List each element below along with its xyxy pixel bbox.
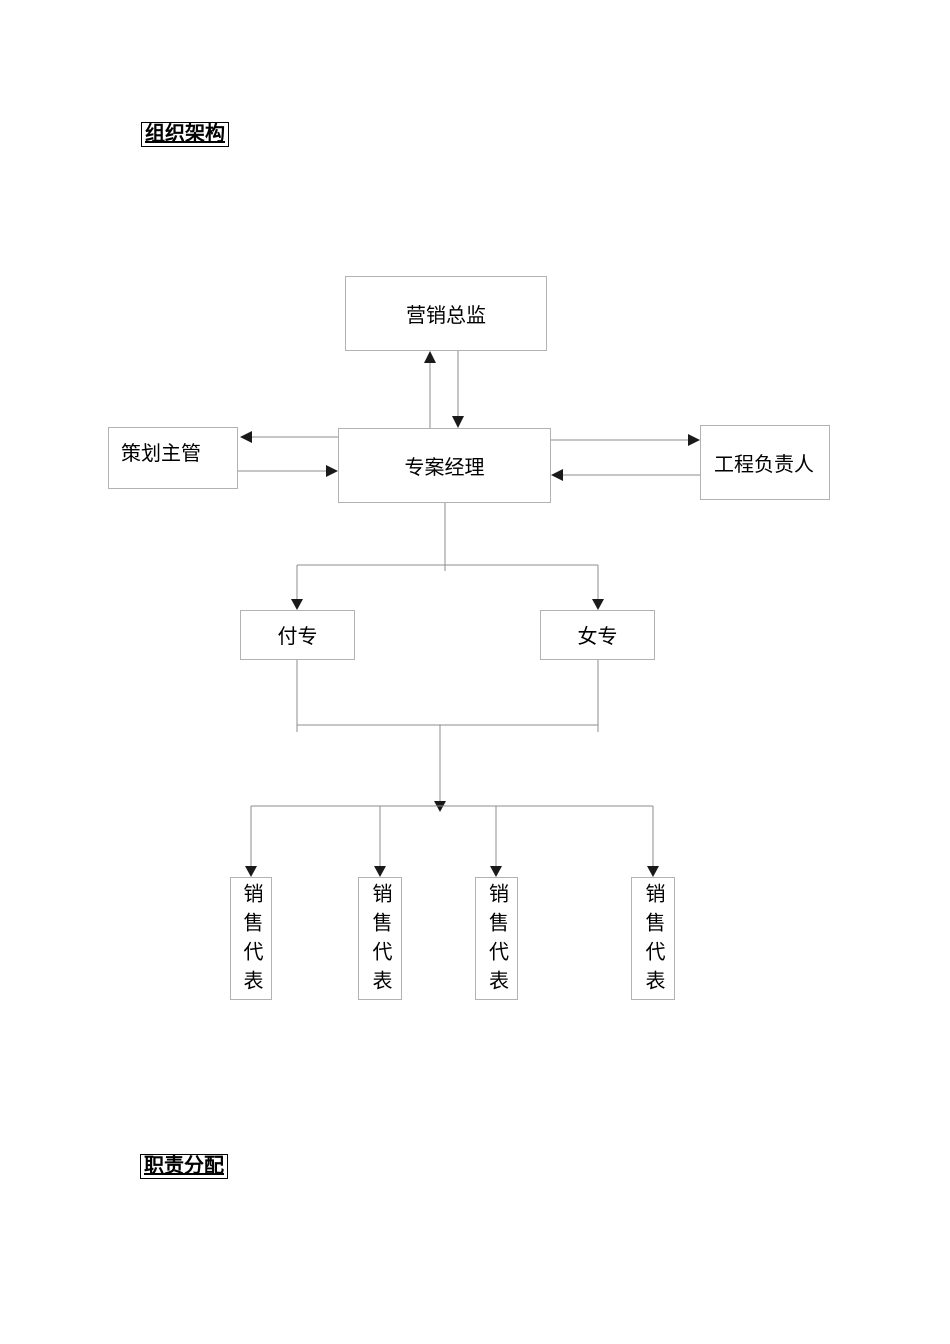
section-title-org-structure: 组织架构 <box>141 122 229 147</box>
org-node-planning-supervisor-label: 策划主管 <box>121 443 201 465</box>
org-node-engineering-lead: 工程负责人 <box>700 425 830 500</box>
connector-manager-to-director-arrow <box>424 351 436 428</box>
org-node-marketing-director-label: 营销总监 <box>406 305 486 327</box>
section-title-responsibilities-label: 职责分配 <box>144 1155 224 1177</box>
connector-engineering-to-manager-arrow <box>551 469 700 481</box>
org-node-marketing-director: 营销总监 <box>345 276 547 351</box>
org-node-project-manager-label: 专案经理 <box>404 457 485 479</box>
org-node-planning-supervisor: 策划主管 <box>108 427 238 489</box>
org-node-sales-rep-2: 销售代表 <box>358 877 402 1000</box>
section-title-responsibilities: 职责分配 <box>140 1154 228 1179</box>
org-node-sales-rep-3: 销售代表 <box>475 877 518 1000</box>
org-node-specialist-left-label: 付专 <box>277 626 318 648</box>
connector-manager-to-planning-arrow <box>240 431 338 443</box>
connector-manager-to-specialists <box>291 503 604 610</box>
connector-specialists-join <box>296 660 599 812</box>
org-node-specialist-left: 付专 <box>240 610 355 660</box>
org-node-sales-rep-4: 销售代表 <box>631 877 675 1000</box>
org-node-sales-rep-1: 销售代表 <box>230 877 272 1000</box>
org-node-sales-rep-4-label: 销售代表 <box>642 883 664 999</box>
org-node-sales-rep-2-label: 销售代表 <box>369 883 391 999</box>
section-title-org-structure-label: 组织架构 <box>145 123 225 145</box>
org-node-specialist-right: 女专 <box>540 610 655 660</box>
org-node-sales-rep-1-label: 销售代表 <box>240 883 262 999</box>
connector-to-sales-reps <box>245 805 659 877</box>
org-node-specialist-right-label: 女专 <box>577 626 618 648</box>
org-node-engineering-lead-label: 工程负责人 <box>714 454 814 476</box>
connector-planning-to-manager-arrow <box>238 465 338 477</box>
org-node-sales-rep-3-label: 销售代表 <box>485 883 508 999</box>
org-node-project-manager: 专案经理 <box>338 428 551 503</box>
connector-manager-to-engineering-arrow <box>551 434 700 446</box>
connector-director-to-manager-arrow <box>452 351 464 428</box>
